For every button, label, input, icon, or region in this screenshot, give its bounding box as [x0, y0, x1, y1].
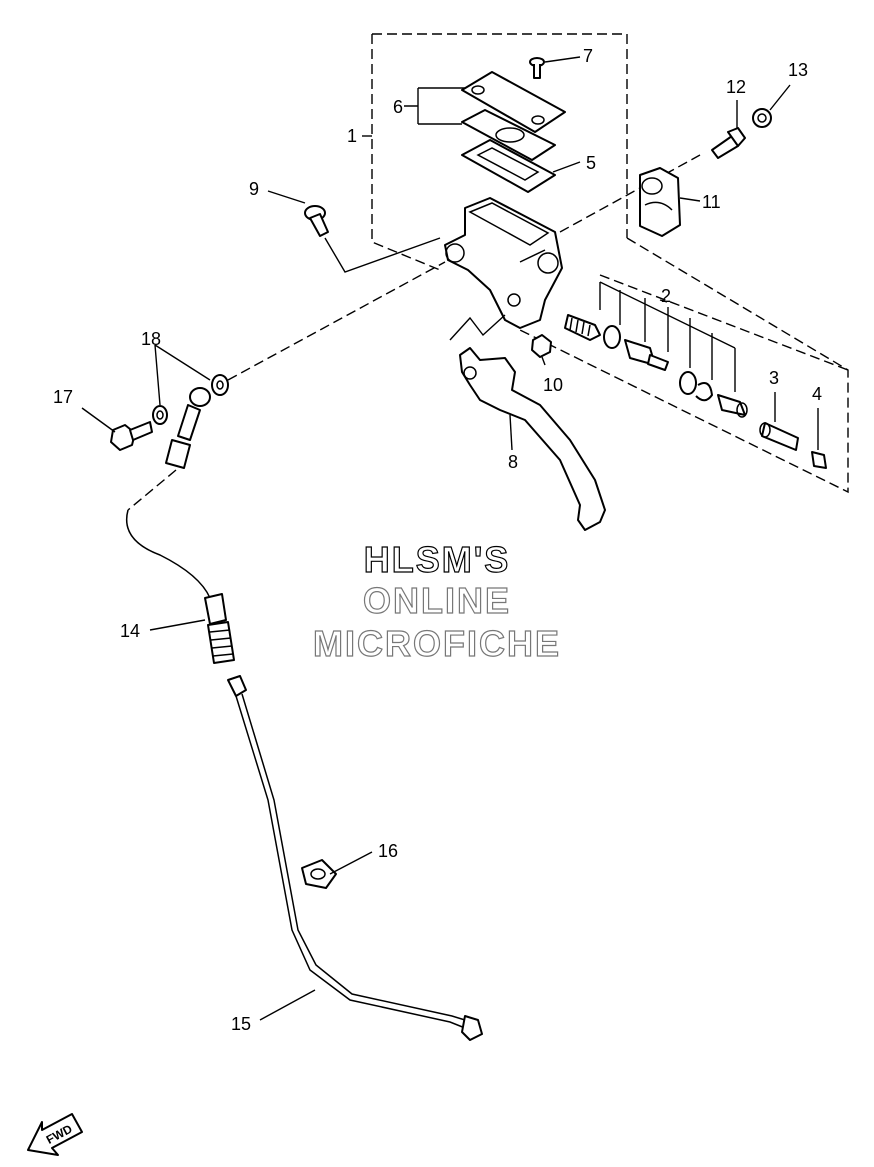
callout-17: 17 — [53, 387, 73, 407]
pipe-clamp — [301, 859, 337, 889]
union-bolt — [110, 421, 153, 451]
hose-fitting-upper — [165, 387, 211, 469]
callout-7: 7 — [583, 46, 593, 66]
clamp-nut — [752, 108, 772, 128]
cap-screw — [529, 57, 545, 79]
push-rod — [759, 422, 799, 451]
centerline-hose-to-body — [227, 261, 446, 381]
callout-10: 10 — [543, 375, 563, 395]
callout-5: 5 — [586, 153, 596, 173]
dust-boot — [811, 451, 827, 469]
callout-2: 2 — [661, 286, 671, 306]
callout-11: 11 — [702, 192, 721, 212]
pivot-nut — [531, 334, 552, 358]
watermark-line-1: HLSM'S — [364, 539, 511, 580]
piston-kit — [564, 314, 748, 418]
clamp-bolt — [711, 127, 746, 159]
callout-6: 6 — [393, 97, 403, 117]
copper-washer — [211, 374, 229, 396]
clutch-pipe — [227, 675, 483, 1041]
callout-8: 8 — [508, 452, 518, 472]
reservoir-cap — [461, 71, 566, 133]
callout-3: 3 — [769, 368, 779, 388]
callout-12: 12 — [726, 77, 746, 97]
fwd-arrow-icon: FWD — [27, 1113, 83, 1156]
callout-13: 13 — [788, 60, 808, 80]
master-cylinder-body — [444, 197, 563, 329]
callout-leaders — [81, 56, 819, 1021]
cap-plate — [461, 109, 556, 161]
callout-18: 18 — [141, 329, 161, 349]
pivot-bolt — [304, 205, 441, 273]
centerline-hose-end — [127, 469, 177, 511]
clutch-hose — [126, 509, 235, 664]
leader-kit — [599, 281, 736, 392]
diaphragm — [461, 139, 556, 193]
callout-16: 16 — [378, 841, 398, 861]
callout-15: 15 — [231, 1014, 251, 1034]
watermark-line-3: MICROFICHE — [313, 623, 561, 664]
group-box-reservoir — [371, 33, 849, 494]
clutch-lever — [449, 314, 606, 531]
handlebar-clamp — [639, 167, 681, 237]
callout-4: 4 — [812, 384, 822, 404]
copper-washer — [152, 405, 168, 425]
watermark-line-2: ONLINE — [363, 580, 511, 621]
callout-9: 9 — [249, 179, 259, 199]
callout-14: 14 — [120, 621, 140, 641]
centerline-bolt-to-clamp — [559, 154, 701, 233]
callout-1: 1 — [347, 126, 357, 146]
